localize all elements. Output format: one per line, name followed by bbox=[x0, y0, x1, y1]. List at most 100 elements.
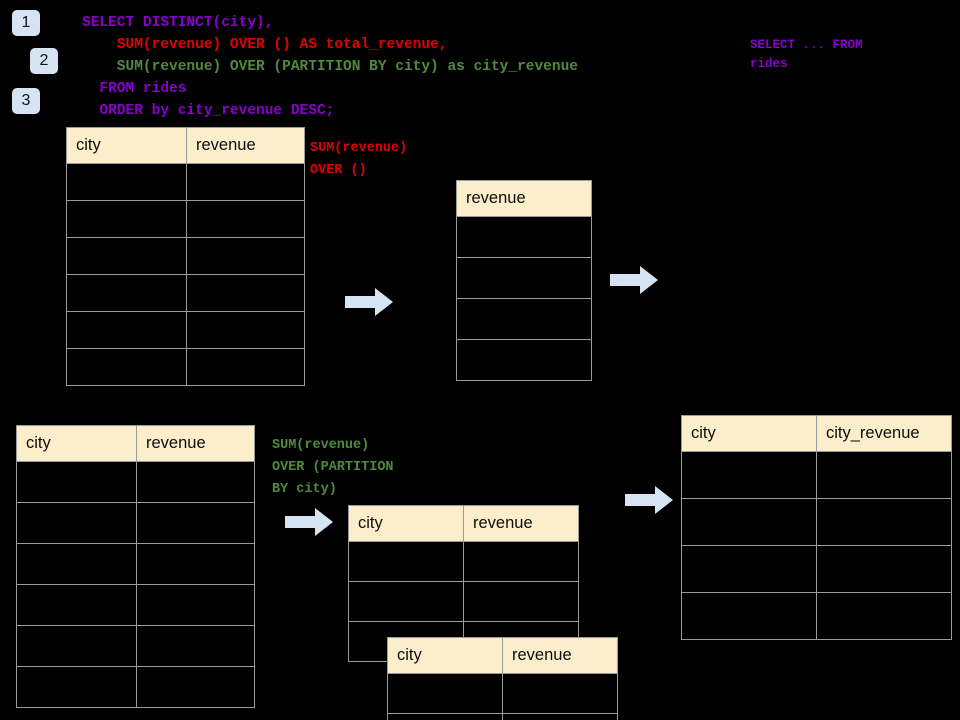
table-row bbox=[66, 237, 305, 275]
table-cell-empty bbox=[387, 713, 503, 720]
table-cell-empty bbox=[463, 541, 579, 582]
table-cell-empty bbox=[16, 461, 137, 503]
sql-code-line-1: SELECT DISTINCT(city), bbox=[82, 15, 274, 31]
table-row bbox=[16, 666, 255, 708]
table-row bbox=[387, 673, 618, 714]
table-cell-empty bbox=[502, 713, 618, 720]
table-row bbox=[16, 584, 255, 626]
table-cell-empty bbox=[16, 584, 137, 626]
table-cell-empty bbox=[66, 348, 187, 386]
table-row bbox=[66, 274, 305, 312]
step-badge-2: 2 bbox=[30, 48, 58, 74]
table-cell-empty bbox=[186, 311, 305, 349]
table-row bbox=[387, 713, 618, 720]
table-cell-empty bbox=[456, 216, 592, 258]
column-header-city: city bbox=[66, 127, 187, 164]
table-cell-empty bbox=[816, 451, 952, 499]
column-header-revenue: revenue bbox=[456, 180, 592, 217]
arrow-source-to-total bbox=[345, 288, 393, 316]
table-cell-empty bbox=[456, 339, 592, 381]
column-header-revenue: revenue bbox=[136, 425, 255, 462]
table-cell-empty bbox=[681, 451, 817, 499]
table-cell-empty bbox=[463, 581, 579, 622]
table-row bbox=[16, 502, 255, 544]
table-cell-empty bbox=[681, 592, 817, 640]
table-cell-empty bbox=[66, 274, 187, 312]
table-cell-empty bbox=[66, 200, 187, 238]
table-cell-empty bbox=[348, 541, 464, 582]
table-cell-empty bbox=[16, 625, 137, 667]
column-header-city: city bbox=[681, 415, 817, 452]
arrow-right-icon bbox=[625, 486, 673, 514]
table-row bbox=[66, 163, 305, 201]
table-cell-empty bbox=[186, 200, 305, 238]
total-revenue-table: revenue bbox=[456, 180, 592, 381]
arrow-right-icon bbox=[345, 288, 393, 316]
select-from-rides-note: SELECT ... FROM rides bbox=[750, 38, 863, 71]
table-row bbox=[16, 543, 255, 585]
table-cell-empty bbox=[186, 274, 305, 312]
column-header-city: city bbox=[16, 425, 137, 462]
arrow-group-to-result bbox=[625, 486, 673, 514]
table-row bbox=[681, 545, 952, 593]
table-cell-empty bbox=[816, 498, 952, 546]
step-badge-1: 1 bbox=[12, 10, 40, 36]
sql-query-text: SELECT DISTINCT(city), SUM(revenue) OVER… bbox=[82, 12, 578, 122]
table-cell-empty bbox=[456, 257, 592, 299]
table-cell-empty bbox=[816, 592, 952, 640]
step-badge-3: 3 bbox=[12, 88, 40, 114]
table-cell-empty bbox=[16, 543, 137, 585]
arrow-total-to-result bbox=[610, 266, 658, 294]
table-row bbox=[348, 581, 579, 622]
table-cell-empty bbox=[502, 673, 618, 714]
table-row bbox=[66, 311, 305, 349]
table-cell-empty bbox=[66, 237, 187, 275]
arrow-partition-to-group bbox=[285, 508, 333, 536]
table-cell-empty bbox=[816, 545, 952, 593]
table-row bbox=[16, 461, 255, 503]
table-cell-empty bbox=[186, 163, 305, 201]
table-cell-empty bbox=[456, 298, 592, 340]
table-cell-empty bbox=[16, 502, 137, 544]
table-cell-empty bbox=[16, 666, 137, 708]
arrow-right-icon bbox=[285, 508, 333, 536]
column-header-revenue: revenue bbox=[502, 637, 618, 674]
table-row bbox=[66, 348, 305, 386]
table-row bbox=[456, 257, 592, 299]
table-row bbox=[348, 541, 579, 582]
arrow-right-icon bbox=[610, 266, 658, 294]
table-cell-empty bbox=[136, 543, 255, 585]
column-header-revenue: revenue bbox=[463, 505, 579, 542]
table-row bbox=[681, 451, 952, 499]
table-cell-empty bbox=[348, 581, 464, 622]
column-header-city: city bbox=[348, 505, 464, 542]
sql-code-line-3: SUM(revenue) OVER (PARTITION BY city) as… bbox=[82, 59, 578, 75]
table-cell-empty bbox=[681, 498, 817, 546]
sql-code-line-4: FROM rides bbox=[82, 81, 187, 97]
table-row bbox=[456, 216, 592, 258]
column-header-city: city bbox=[387, 637, 503, 674]
table-cell-empty bbox=[136, 625, 255, 667]
table-header-row: revenue bbox=[456, 180, 592, 217]
table-cell-empty bbox=[186, 348, 305, 386]
table-cell-empty bbox=[66, 163, 187, 201]
table-cell-empty bbox=[136, 461, 255, 503]
sql-code-line-2: SUM(revenue) OVER () AS total_revenue, bbox=[82, 37, 448, 53]
table-cell-empty bbox=[66, 311, 187, 349]
table-row bbox=[66, 200, 305, 238]
table-row bbox=[681, 498, 952, 546]
table-row bbox=[16, 625, 255, 667]
table-cell-empty bbox=[387, 673, 503, 714]
table-cell-empty bbox=[136, 502, 255, 544]
column-header-revenue: revenue bbox=[186, 127, 305, 164]
table-row bbox=[456, 339, 592, 381]
